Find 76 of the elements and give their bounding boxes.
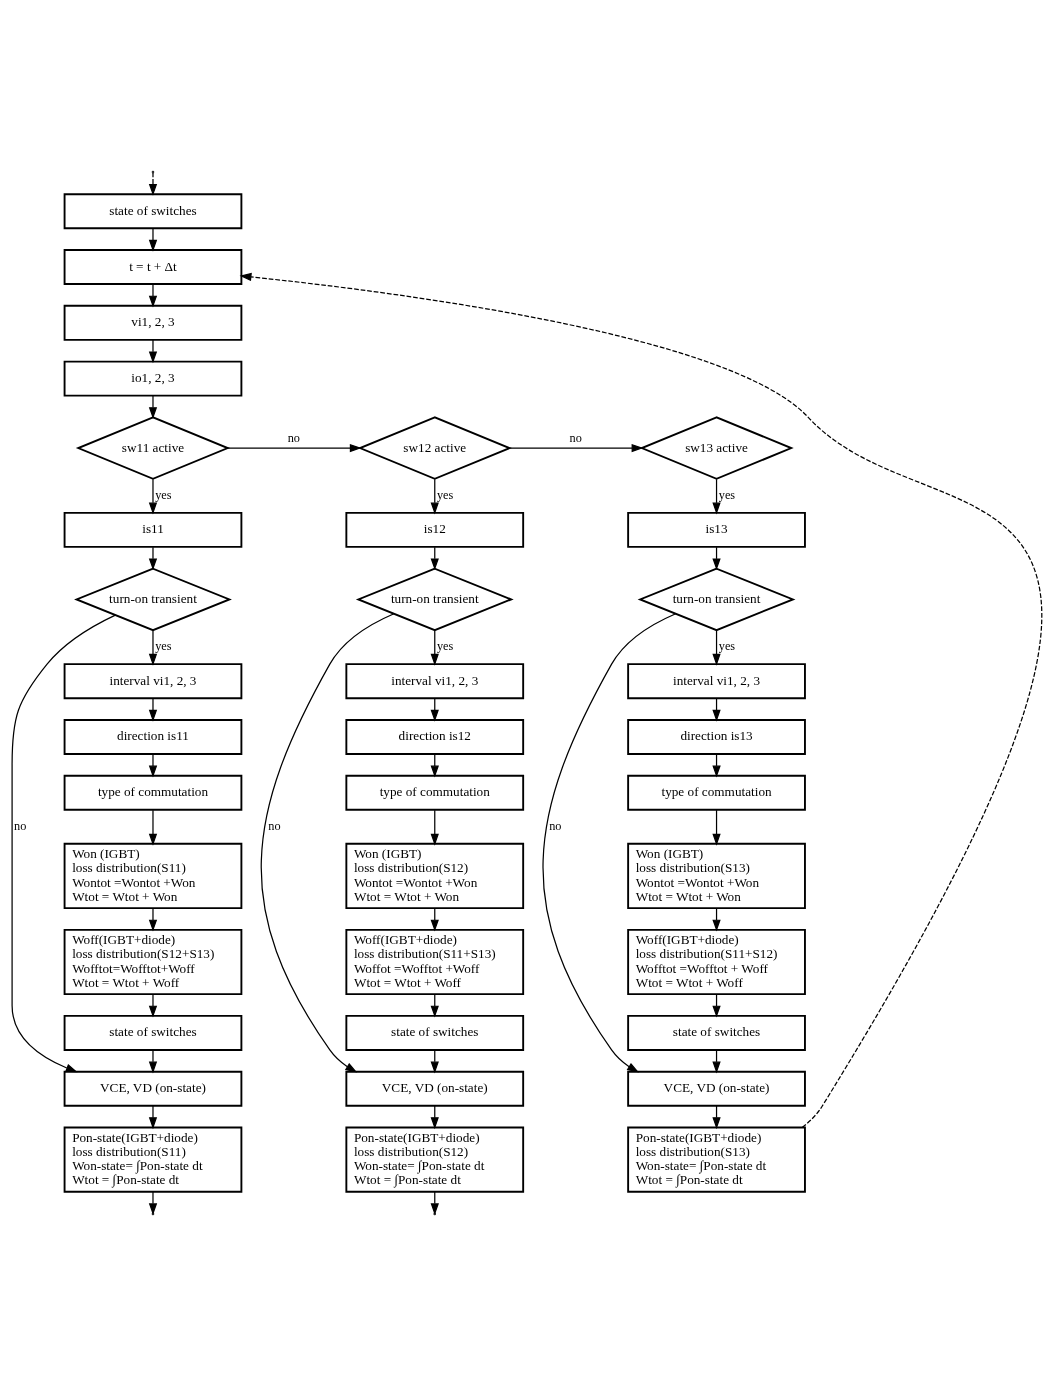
node-box: is12: [345, 511, 525, 548]
node-box: Won (IGBT) loss distribution(S11) Wontot =Wontot +Won Wtot = Wtot + Won: [63, 842, 243, 910]
arrow: [148, 629, 158, 666]
arrow: [542, 613, 677, 1073]
arrow: [712, 478, 721, 515]
node-diamond: sw11 active: [75, 416, 231, 480]
arrow: [11, 614, 116, 1073]
arrow: [227, 443, 362, 453]
edge-label: no: [549, 819, 562, 834]
node-box: type of commutation: [345, 774, 525, 811]
node-box: Woff(IGBT+diode) loss distribution(S12+S13) Wofftot=Wofftot+Woff Wtot = Wtot + Woff: [63, 928, 243, 996]
arrow: [148, 395, 158, 420]
node-box: Pon-state(IGBT+diode) loss distribution(S11) Won-state= ∫Pon-state dt Wtot = ∫Pon-state dt: [63, 1126, 243, 1193]
node-box: t = t + Δt: [63, 249, 243, 285]
node-box: VCE, VD (on-state): [63, 1070, 243, 1107]
node-box: direction is11: [63, 719, 243, 755]
node-box: Pon-state(IGBT+diode) loss distribution(S13) Won-state= ∫Pon-state dt Wtot = ∫Pon-state dt: [627, 1126, 806, 1193]
arrow: [148, 907, 158, 932]
arrow: [148, 283, 158, 308]
edge-label: yes: [718, 639, 736, 654]
node-box: type of commutation: [627, 774, 806, 811]
arrow: [148, 753, 158, 778]
edge-label: no: [569, 430, 582, 445]
node-box: direction is13: [627, 719, 806, 755]
node-box: vi1, 2, 3: [63, 304, 243, 341]
arrow: [430, 809, 439, 846]
node-diamond: sw13 active: [639, 416, 794, 480]
edge-label: yes: [718, 488, 736, 503]
arrow: [148, 809, 158, 846]
node-box: interval vi1, 2, 3: [63, 663, 243, 700]
node-box: state of switches: [345, 1014, 525, 1051]
node-box: io1, 2, 3: [63, 360, 243, 397]
edge-label: no: [268, 819, 281, 834]
node-diamond: turn-on transient: [637, 567, 796, 632]
edge-label: yes: [155, 639, 172, 654]
arrow: [148, 993, 158, 1018]
node-diamond: turn-on transient: [74, 567, 232, 632]
node-diamond: sw12 active: [357, 416, 512, 480]
node-box: Won (IGBT) loss distribution(S13) Wontot =Wontot +Won Wtot = Wtot + Won: [627, 842, 806, 910]
arrow: [712, 809, 721, 846]
node-diamond: turn-on transient: [355, 567, 514, 632]
node-box: is11: [63, 511, 243, 548]
arrow: [508, 443, 644, 453]
node-box: VCE, VD (on-state): [627, 1070, 806, 1107]
arrow: [148, 478, 158, 515]
edge-label: yes: [436, 488, 454, 503]
edge-label: yes: [436, 639, 454, 654]
arrow: [148, 1049, 158, 1074]
node-box: interval vi1, 2, 3: [345, 663, 525, 700]
arrow: [148, 227, 158, 252]
node-box: state of switches: [63, 1014, 243, 1051]
node-box: is13: [627, 511, 806, 548]
node-box: Woff(IGBT+diode) loss distribution(S11+S12) Wofftot =Wofftot + Woff Wtot = Wtot + Woff: [627, 928, 806, 996]
node-box: type of commutation: [63, 774, 243, 811]
arrow: [148, 1105, 158, 1130]
node-box: Woff(IGBT+diode) loss distribution(S11+S13) Woffot =Wofftot +Woff Wtot = Wtot + Woff: [345, 928, 525, 996]
edge-label: no: [13, 819, 27, 834]
node-box: state of switches: [627, 1014, 806, 1051]
arrow: [430, 478, 439, 515]
arrow: [148, 546, 158, 571]
node-box: Pon-state(IGBT+diode) loss distribution(S12) Won-state= ∫Pon-state dt Wtot = ∫Pon-state dt: [345, 1126, 525, 1193]
node-box: state of switches: [63, 193, 243, 230]
edge-label: no: [287, 430, 301, 445]
node-box: VCE, VD (on-state): [345, 1070, 525, 1107]
arrow: [148, 339, 158, 364]
arrow: [239, 272, 1041, 1129]
arrow: [148, 171, 158, 196]
arrow: [430, 629, 439, 666]
arrow: [148, 1191, 158, 1216]
node-box: direction is12: [345, 719, 525, 755]
node-box: Won (IGBT) loss distribution(S12) Wontot =Wontot +Won Wtot = Wtot + Won: [345, 842, 525, 910]
edge-label: yes: [155, 488, 172, 503]
arrow: [712, 629, 721, 666]
arrow: [148, 697, 158, 722]
node-box: interval vi1, 2, 3: [627, 663, 806, 700]
arrow: [260, 613, 395, 1073]
